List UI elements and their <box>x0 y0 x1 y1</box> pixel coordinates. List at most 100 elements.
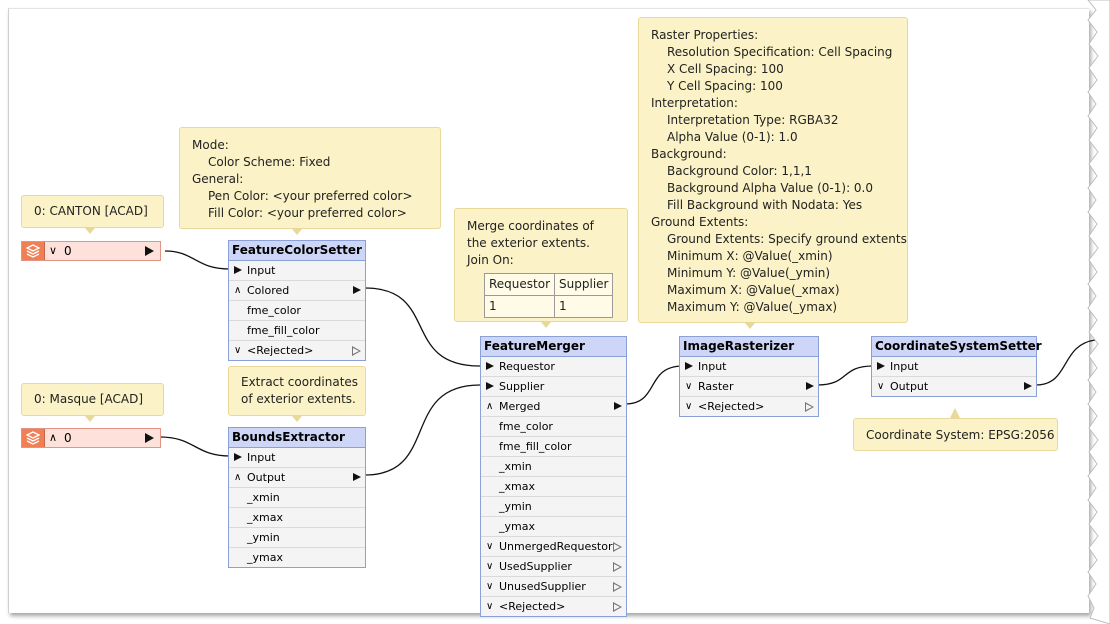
note-line: Minimum Y: @Value(_ymin) <box>667 266 831 280</box>
chevron-up-icon[interactable]: ∧ <box>234 472 242 483</box>
input-port[interactable]: Supplier <box>481 377 626 397</box>
chevron-down-icon[interactable]: ∨ <box>685 381 693 392</box>
note-pointer <box>541 322 551 328</box>
attribute-row: fme_fill_color <box>229 321 365 341</box>
chevron-up-icon[interactable]: ∧ <box>49 431 58 444</box>
hollow-output-arrow-icon[interactable] <box>613 602 622 612</box>
transformer-title[interactable]: CoordinateSystemSetter <box>872 337 1042 357</box>
output-port[interactable]: ∨UsedSupplier <box>481 557 626 577</box>
note-line: X Cell Spacing: 100 <box>667 62 784 76</box>
input-port[interactable]: Input <box>680 357 818 377</box>
chevron-down-icon[interactable]: ∨ <box>685 401 693 412</box>
output-port[interactable]: ∨UnmergedRequestor <box>481 537 626 557</box>
output-port[interactable]: ∨<Rejected> <box>481 597 626 616</box>
output-port[interactable]: ∧Output <box>229 468 365 488</box>
reader-canton[interactable]: ∨ 0 <box>21 241 161 261</box>
row-label: _ymax <box>247 551 283 564</box>
output-arrow-icon[interactable] <box>806 382 814 390</box>
note-pointer <box>85 228 95 234</box>
note-line: Mode: <box>192 138 229 152</box>
input-arrow-icon[interactable] <box>234 453 242 461</box>
input-arrow-icon[interactable] <box>685 362 693 370</box>
output-arrow-icon[interactable] <box>353 286 361 294</box>
output-arrow-icon[interactable] <box>1024 382 1032 390</box>
reader-note-masque: 0: Masque [ACAD] <box>21 383 164 416</box>
output-arrow-icon[interactable] <box>614 402 622 410</box>
transformer-title[interactable]: BoundsExtractor <box>229 428 365 448</box>
attribute-row: fme_color <box>481 417 626 437</box>
reader-note-canton: 0: CANTON [ACAD] <box>21 195 164 228</box>
note-line: Ground Extents: <box>651 215 749 229</box>
row-label: _xmax <box>247 511 283 524</box>
join-header-supplier: Supplier <box>554 273 614 296</box>
transformer-title[interactable]: FeatureMerger <box>481 337 626 357</box>
attribute-row: _xmin <box>481 457 626 477</box>
chevron-down-icon[interactable]: ∨ <box>49 244 58 257</box>
chevron-down-icon[interactable]: ∨ <box>486 541 494 552</box>
chevron-up-icon[interactable]: ∧ <box>486 401 494 412</box>
chevron-down-icon[interactable]: ∨ <box>486 601 494 612</box>
row-label: <Rejected> <box>247 344 314 357</box>
note-line: Ground Extents: Specify ground extents <box>667 232 907 246</box>
output-port[interactable]: ∨ Output <box>872 377 1036 396</box>
row-label: _ymin <box>499 500 532 513</box>
chevron-down-icon[interactable]: ∨ <box>486 561 494 572</box>
chevron-down-icon[interactable]: ∨ <box>234 345 242 356</box>
output-port[interactable]: ∧ Merged <box>481 397 626 417</box>
chevron-down-icon[interactable]: ∨ <box>486 581 494 592</box>
row-label: fme_fill_color <box>247 324 320 337</box>
output-port[interactable]: ∧ Colored <box>229 281 365 301</box>
chevron-down-icon[interactable]: ∨ <box>877 381 885 392</box>
row-label: Merged <box>499 400 541 413</box>
input-arrow-icon[interactable] <box>486 382 494 390</box>
attribute-row: _xmin <box>229 488 365 508</box>
note-line: General: <box>192 172 244 186</box>
row-label: Supplier <box>499 380 545 393</box>
row-label: fme_color <box>499 420 553 433</box>
hollow-output-arrow-icon[interactable] <box>613 582 622 592</box>
output-port[interactable]: ∨UnusedSupplier <box>481 577 626 597</box>
transformer-title[interactable]: ImageRasterizer <box>680 337 818 357</box>
input-arrow-icon[interactable] <box>486 362 494 370</box>
join-value-requestor: 1 <box>483 295 556 318</box>
hollow-output-arrow-icon[interactable] <box>613 562 622 572</box>
note-pointer <box>292 416 302 422</box>
input-port[interactable]: Input <box>872 357 1036 377</box>
output-arrow-icon[interactable] <box>353 473 361 481</box>
reader-masque[interactable]: ∧ 0 <box>21 428 161 448</box>
row-label: Input <box>247 451 276 464</box>
output-port[interactable]: ∨Raster <box>680 377 818 397</box>
output-port[interactable]: ∨<Rejected> <box>680 397 818 416</box>
row-label: Output <box>890 380 929 393</box>
output-port-icon[interactable] <box>145 246 154 256</box>
output-port[interactable]: ∨ <Rejected> <box>229 341 365 360</box>
note-line: Merge coordinates of <box>467 219 594 233</box>
chevron-up-icon[interactable]: ∧ <box>234 285 242 296</box>
hollow-output-arrow-icon[interactable] <box>613 542 622 552</box>
row-label: _ymax <box>499 520 535 533</box>
input-port[interactable]: Input <box>229 261 365 281</box>
hollow-output-arrow-icon[interactable] <box>352 346 361 356</box>
note-line: Background Alpha Value (0-1): 0.0 <box>667 181 874 195</box>
hollow-output-arrow-icon[interactable] <box>805 402 814 412</box>
note-line: Color Scheme: Fixed <box>208 155 331 169</box>
attribute-row: _ymax <box>481 517 626 537</box>
input-arrow-icon[interactable] <box>234 266 242 274</box>
input-port[interactable]: Requestor <box>481 357 626 377</box>
row-label: Input <box>890 360 919 373</box>
row-label: _xmin <box>499 460 532 473</box>
row-label: Colored <box>247 284 290 297</box>
note-line: Interpretation Type: RGBA32 <box>667 113 839 127</box>
input-port[interactable]: Input <box>229 448 365 468</box>
transformer-title[interactable]: FeatureColorSetter <box>229 241 365 261</box>
layers-icon <box>22 429 45 447</box>
attribute-row: _ymin <box>229 528 365 548</box>
output-port-icon[interactable] <box>145 433 154 443</box>
input-arrow-icon[interactable] <box>877 362 885 370</box>
